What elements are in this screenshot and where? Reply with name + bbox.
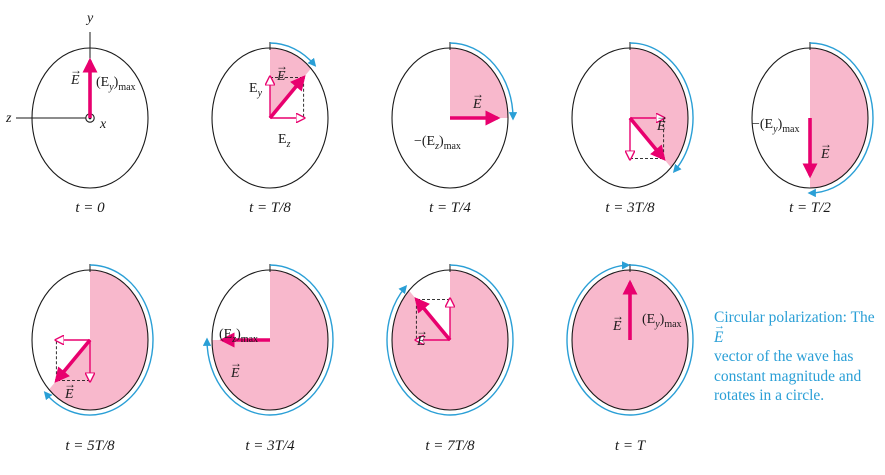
- panel-9-time-label: t = T: [615, 438, 647, 454]
- rotation-arrow-5: [807, 42, 874, 198]
- panel-7-label-1: (Ez)max: [219, 327, 258, 345]
- panel-1: t = 0: [16, 32, 149, 216]
- panel-6-label-1: →E: [64, 377, 76, 402]
- panel-7: t = 3T/4: [211, 264, 329, 454]
- panel-3-label-1: −(Ez)max: [414, 134, 461, 152]
- panel-2: t = T/8: [211, 42, 329, 216]
- panel-4-time-label: t = 3T/8: [605, 200, 655, 216]
- panel-4-component-box: [630, 118, 665, 160]
- polarization-caption: Circular polarization: The E vector of t…: [714, 308, 884, 406]
- panel-1-label-1: y: [85, 11, 94, 26]
- panel-8-label-1: →E: [416, 324, 428, 349]
- panel-1-label-2: z: [5, 111, 12, 126]
- panel-4-sector: [630, 48, 688, 168]
- panel-7-label-2: →E: [230, 356, 242, 381]
- panel-1-label-4: (Ey)max: [96, 75, 136, 93]
- panel-2-label-3: →E: [276, 59, 288, 84]
- rotation-arrow-4: [629, 42, 694, 173]
- panel-9-label-2: →E: [612, 309, 624, 334]
- panel-8-e-vector: [414, 297, 452, 342]
- panel-4-e-vector: [628, 116, 666, 161]
- panel-6: t = 5T/8: [31, 264, 149, 454]
- panel-6-time-label: t = 5T/8: [65, 438, 115, 454]
- panel-9: t = T: [571, 264, 689, 454]
- panel-7-time-label: t = 3T/4: [245, 438, 295, 454]
- caption-line-1: Circular polarization: The: [714, 309, 875, 326]
- panel-2-label-2: Ez: [278, 132, 291, 150]
- panel-2-label-1: Ey: [249, 81, 263, 99]
- panel-6-component-box: [55, 340, 90, 382]
- caption-line-4: rotates in a circle.: [714, 387, 825, 404]
- rotation-arrow-7: [202, 264, 334, 416]
- caption-line-3: constant magnitude and: [714, 367, 862, 385]
- panel-5: t = T/2: [751, 42, 869, 216]
- panel-3-label-2: →E: [472, 87, 484, 112]
- panel-6-sector: [48, 270, 148, 410]
- rotation-arrow-8: [386, 264, 514, 416]
- caption-e-vector: E: [714, 317, 884, 348]
- panel-1-label-3: x: [99, 117, 107, 132]
- panel-2-time-label: t = T/8: [249, 200, 291, 216]
- panel-4: t = 3T/8: [571, 42, 689, 216]
- caption-line-2: E vector of the wave has: [714, 317, 884, 367]
- panel-1-label-5: →E: [70, 63, 82, 88]
- panel-2-component-box: [270, 76, 305, 118]
- rotation-arrow-2: [269, 42, 317, 67]
- panel-1-time-label: t = 0: [75, 200, 105, 216]
- panel-5-label-2: →E: [820, 137, 832, 162]
- panel-8-component-box: [415, 298, 450, 340]
- rotation-arrow-6: [43, 264, 154, 416]
- panel-6-e-vector: [54, 338, 92, 383]
- rotation-arrow-9: [566, 261, 694, 416]
- panel-4-label-1: →E: [656, 109, 668, 134]
- panel-3-time-label: t = T/4: [429, 200, 471, 216]
- caption-line-2-rest: vector of the wave has: [714, 348, 854, 365]
- rotation-arrow-3: [449, 42, 518, 121]
- panel-8-time-label: t = 7T/8: [425, 438, 475, 454]
- panel-3-sector: [450, 48, 508, 118]
- panel-5-label-1: −(Ey)max: [752, 117, 799, 135]
- panel-5-time-label: t = T/2: [789, 200, 831, 216]
- panel-3: t = T/4: [391, 42, 509, 216]
- panel-8: t = 7T/8: [391, 264, 509, 454]
- panel-5-sector: [810, 48, 868, 188]
- panel-9-label-1: (Ey)max: [642, 312, 682, 330]
- panel-2-e-vector: [268, 75, 306, 120]
